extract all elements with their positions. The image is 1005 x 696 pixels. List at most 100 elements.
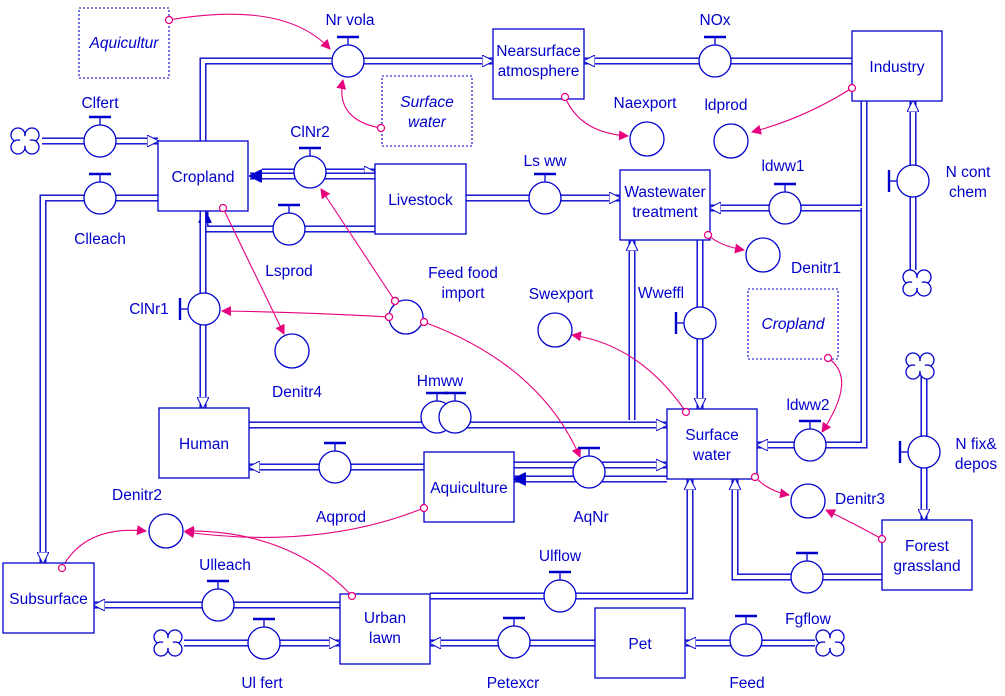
flow-hmww[interactable]: Hmww (417, 373, 472, 434)
flow-nox[interactable]: NOx (698, 12, 732, 78)
flow-label: Petexcr (487, 675, 540, 692)
flow-aqnr[interactable]: AqNr (572, 446, 609, 526)
converter-label: Naexport (614, 95, 678, 112)
connector-origin-dot (390, 296, 400, 306)
converter-label: Swexport (529, 286, 594, 303)
flow-label: AqNr (573, 509, 608, 526)
link-urban-denitr2 (184, 525, 353, 597)
flow-ldww1[interactable]: ldww1 (761, 158, 805, 225)
connector-origin-dot (57, 563, 67, 573)
flow-label: Wweffl (638, 285, 684, 302)
flow-fgflow[interactable]: Fgflow (785, 611, 831, 628)
flow-petexcr[interactable]: Petexcr (487, 616, 540, 692)
cloud-icon (10, 127, 40, 155)
flow-n-fix-depos[interactable]: N fix&depos (898, 435, 997, 473)
stock-label: Cropland (172, 169, 235, 186)
flow-clnr2[interactable]: ClNr2 (290, 124, 330, 189)
flow-label: Ls ww (523, 153, 567, 170)
ghost-aquicultur-ghost[interactable]: Aquicultur (78, 7, 170, 79)
link-surface-water-nr-vola (336, 79, 382, 129)
stock-pet[interactable]: Pet (594, 607, 686, 679)
stock-human[interactable]: Human (158, 407, 250, 479)
connector-origin-dot (218, 203, 228, 213)
connector-origin-dot (347, 591, 357, 601)
converter-label: Denitr1 (791, 260, 841, 277)
flow-ulflow[interactable]: Ulflow (539, 548, 582, 613)
connector-origin-dot (376, 123, 386, 133)
link-feedfood-clnr1 (221, 306, 390, 318)
connector-origin-dot (847, 83, 857, 93)
converter-denitr2[interactable]: Denitr2 (112, 487, 184, 549)
connector-origin-dot (703, 230, 713, 240)
flow-label: Hmww (417, 373, 464, 390)
flow-label: ldww2 (786, 397, 829, 414)
pipe-ulflow (430, 479, 690, 600)
stock-cropland[interactable]: Cropland (157, 140, 249, 212)
link-cropland-denitr4 (222, 207, 285, 335)
flow-label: ClNr1 (129, 301, 169, 318)
ghost-cropland-ghost[interactable]: Cropland (747, 288, 839, 360)
flow-label: Lsprod (265, 263, 312, 280)
flow-ldww2[interactable]: ldww2 (786, 397, 830, 462)
flow-ulleach[interactable]: Ulleach (199, 557, 251, 622)
flow-nr-vola[interactable]: Nr vola (325, 12, 375, 78)
stock-label: Human (179, 436, 229, 453)
cloud-icon (905, 352, 935, 380)
flow-label: Clleach (74, 231, 126, 248)
link-wastewater-denitr1 (707, 234, 745, 254)
flow-clnr1[interactable]: ClNr1 (129, 292, 221, 326)
flow-clfert[interactable]: Clfert (81, 95, 119, 158)
flow-label: N fix&depos (955, 436, 997, 473)
converter-denitr3[interactable]: Denitr3 (790, 483, 885, 519)
pipe-forest-outflow (735, 479, 882, 581)
link-aquicultur-nr-vola (168, 13, 331, 50)
flow-lsprod[interactable]: Lsprod (265, 203, 313, 280)
flow-wweffl[interactable]: Wweffl (638, 285, 717, 340)
converter-denitr1[interactable]: Denitr1 (745, 237, 841, 277)
converter-denitr4[interactable]: Denitr4 (272, 333, 322, 401)
stock-aquiculture[interactable]: Aquiculture (423, 451, 515, 523)
stock-livestock[interactable]: Livestock (374, 163, 467, 235)
flow-label: Ul fert (241, 675, 283, 692)
stock-industry[interactable]: Industry (851, 30, 943, 102)
flow-label: ldww1 (761, 158, 804, 175)
ghost-label: Cropland (762, 316, 826, 333)
flow-ul-fert[interactable]: Ul fert (241, 617, 283, 692)
connector-origin-dot (750, 472, 760, 482)
connector-origin-dot (681, 407, 691, 417)
converter-ldprod[interactable]: ldprod (704, 97, 749, 159)
converter-naexport[interactable]: Naexport (614, 95, 678, 157)
link-cropland-ldww2 (821, 357, 843, 433)
stock-label: Pet (628, 636, 652, 653)
flow-forest-outflow[interactable] (790, 551, 824, 594)
connector-origin-dot (419, 317, 429, 327)
flow-clleach[interactable]: Clleach (74, 172, 126, 248)
flow-label: Ulleach (199, 557, 251, 574)
flow-label: ClNr2 (290, 124, 330, 141)
flow-feed[interactable]: Feed (729, 614, 765, 692)
stock-subsurface[interactable]: Subsurface (2, 562, 95, 634)
flow-aqprod[interactable]: Aqprod (316, 441, 366, 526)
link-subsurface-denitr2 (61, 525, 147, 569)
connector-origin-dot (419, 503, 429, 513)
connector-origin-dot (560, 92, 570, 102)
flow-ls-ww[interactable]: Ls ww (523, 153, 567, 215)
connector-origin-dot (877, 534, 887, 544)
converter-swexport[interactable]: Swexport (529, 286, 594, 348)
flow-label: Clfert (81, 95, 119, 112)
